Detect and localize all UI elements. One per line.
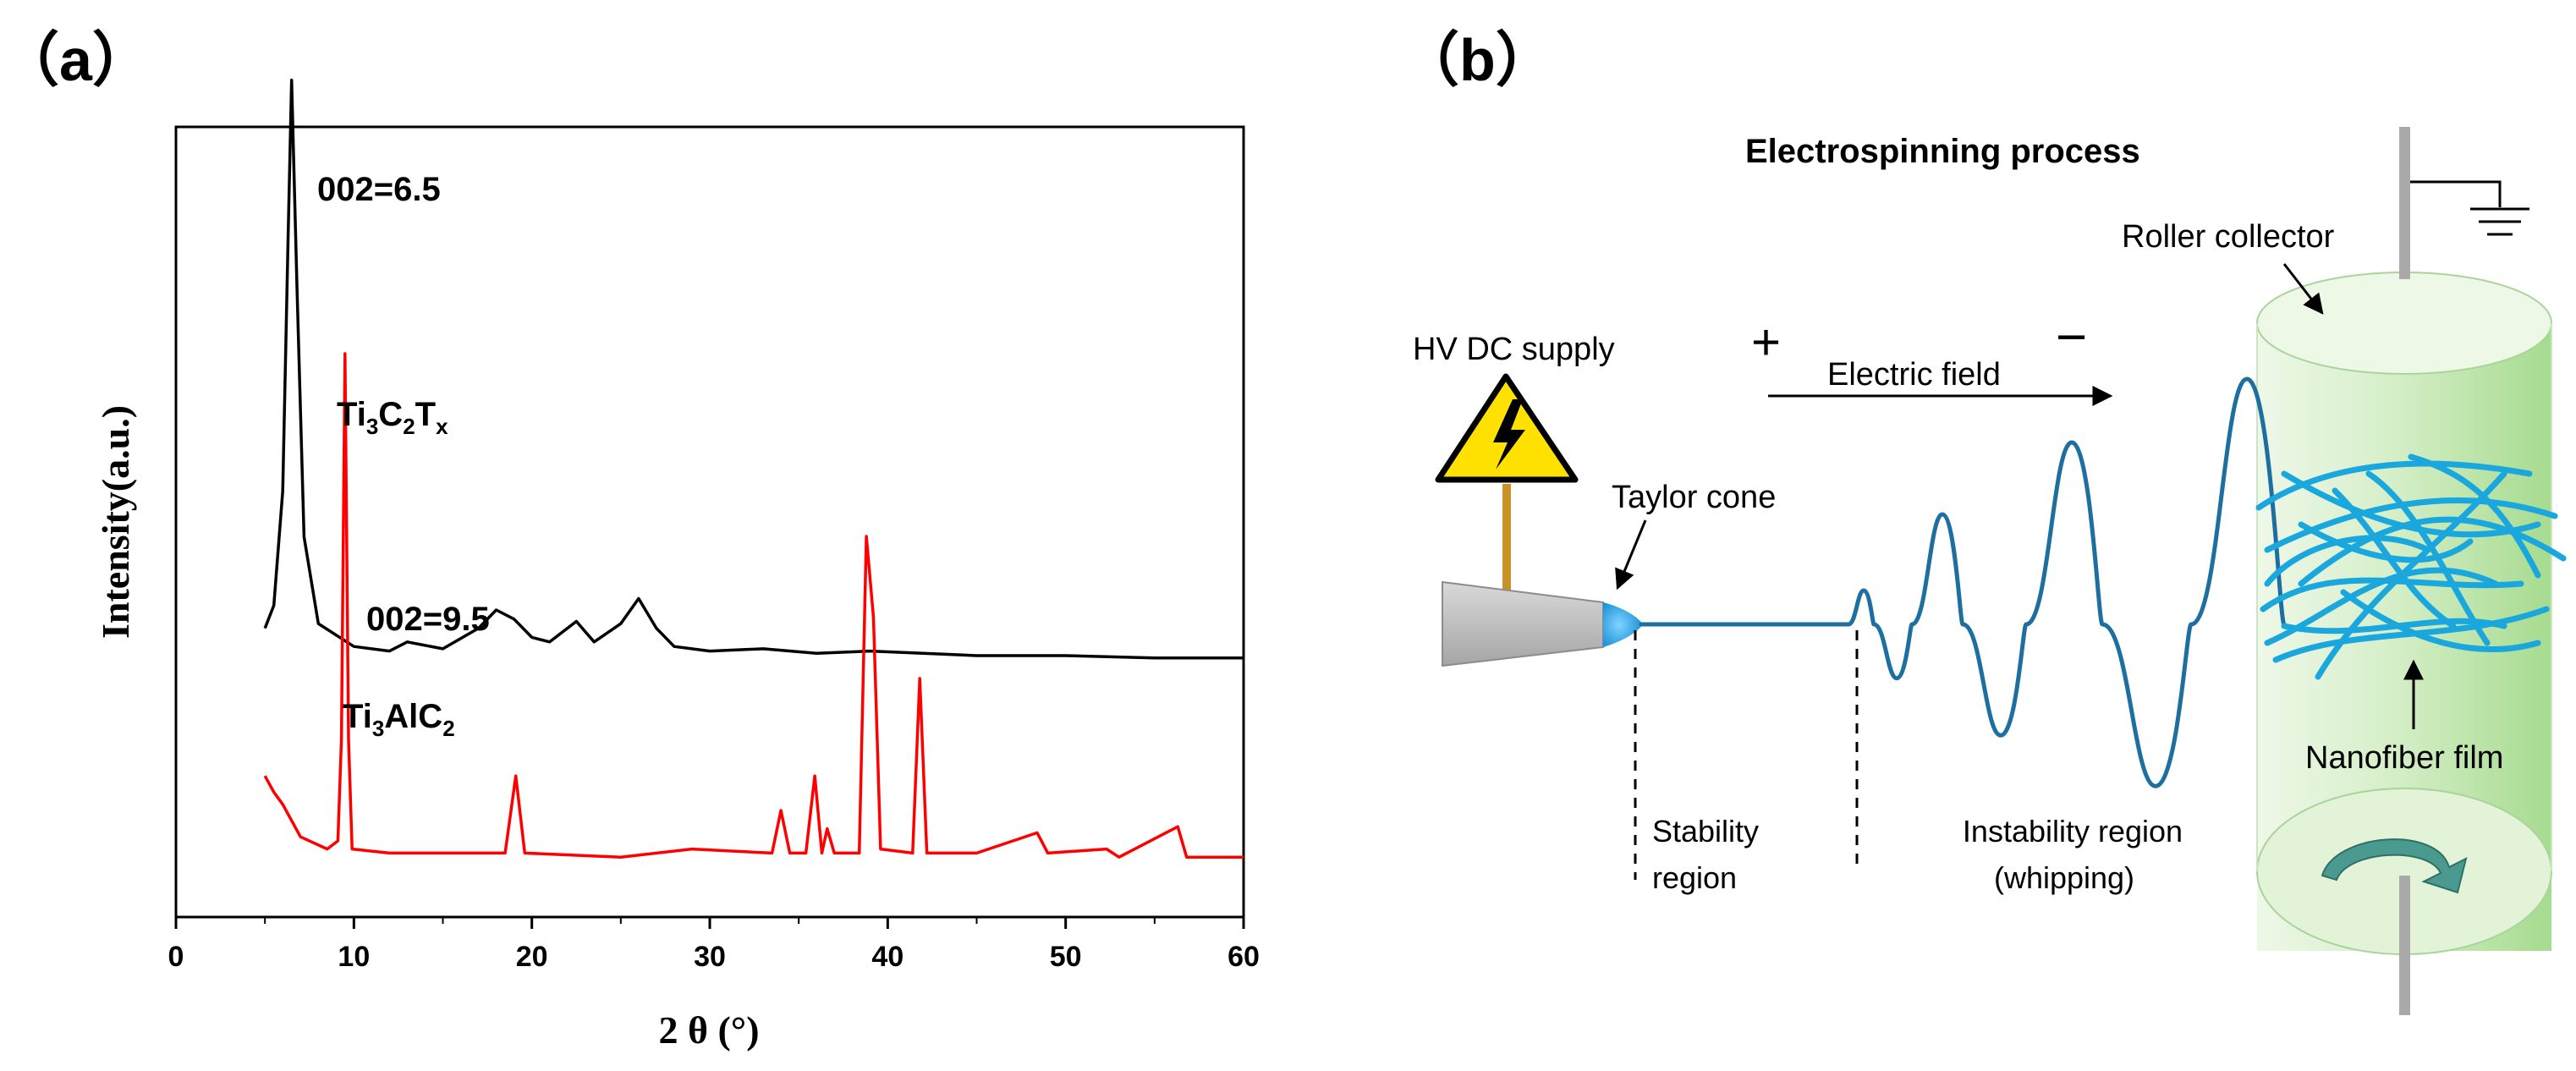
annotation-bottom-peak: 002=9.5 [366,601,490,638]
x-tick-label: 40 [871,941,904,973]
instability-region-label: Instability region (whipping) [1963,814,2191,895]
x-tick-label: 20 [516,941,548,973]
taylor-cone-label: Taylor cone [1612,480,1776,515]
formula-part: AlC [384,698,442,735]
nanofiber-film [2255,453,2567,680]
panel-b: （b） Electrospinning process HV DC supply [1400,27,2567,1015]
jet-path [1639,376,2287,788]
series-line-ti3c2tx [263,78,1244,660]
plot-frame [174,125,1245,919]
annotation-top-peak: 002=6.5 [317,171,441,208]
electric-field-label: Electric field [1827,357,2001,393]
annotation-bottom-formula: Ti3AlC2 [343,698,455,741]
x-tick-label: 60 [1228,941,1260,973]
formula-part: Ti [343,698,372,735]
high-voltage-warning-icon [1435,373,1579,483]
x-tick-label: 50 [1050,941,1082,973]
annotation-top-formula: Ti3C2Tx [337,396,448,439]
formula-subscript: x [436,414,448,439]
taylor-cone-arrow [1615,519,1647,590]
panel-a-label: （a） [0,27,151,93]
stability-label-line2: region [1652,860,1737,895]
diagram-title: Electrospinning process [1745,133,2140,170]
minus-sign: − [2056,306,2087,367]
panel-b-label: （b） [1400,27,1555,93]
roller-axle-bottom [2399,876,2410,1015]
formula-subscript: 3 [366,414,378,439]
stability-label-line1: Stability [1652,814,1759,849]
formula-part: Ti [337,396,366,433]
x-tick-label: 10 [338,941,370,973]
formula-subscript: 2 [442,716,454,741]
y-axis-label: Intensity(a.u.) [94,405,137,639]
stability-region-label: Stability region [1652,814,1767,895]
rotation-arrow-icon [2321,838,2468,894]
x-axis-label: 2 θ (°) [658,1008,759,1052]
instability-label-line2: (whipping) [1994,860,2134,895]
roller-collector-arrow [2282,263,2324,315]
ground-icon [2410,180,2529,236]
spinneret-needle [1442,580,1604,667]
panel-a: （a） 0 10 20 30 40 50 60 2 θ (°) Intensity(a.u.… [0,27,1260,1052]
roller-collector-label: Roller collector [2122,219,2335,255]
hv-cable [1502,484,1511,611]
formula-part: T [415,396,436,433]
x-tick-label: 30 [694,941,726,973]
roller-axle-top [2399,127,2410,279]
x-tick-label: 0 [168,941,184,973]
instability-label-line1: Instability region [1963,814,2183,849]
taylor-cone [1603,602,1643,647]
series-line-ti3alc2 [263,352,1244,859]
plus-sign: + [1751,314,1781,371]
formula-part: C [378,396,403,433]
formula-subscript: 3 [372,716,384,741]
x-axis-ticks: 0 10 20 30 40 50 60 [168,917,1260,973]
nanofiber-film-label: Nanofiber film [2305,740,2503,776]
formula-subscript: 2 [403,414,415,439]
hv-supply-label: HV DC supply [1413,332,1615,367]
